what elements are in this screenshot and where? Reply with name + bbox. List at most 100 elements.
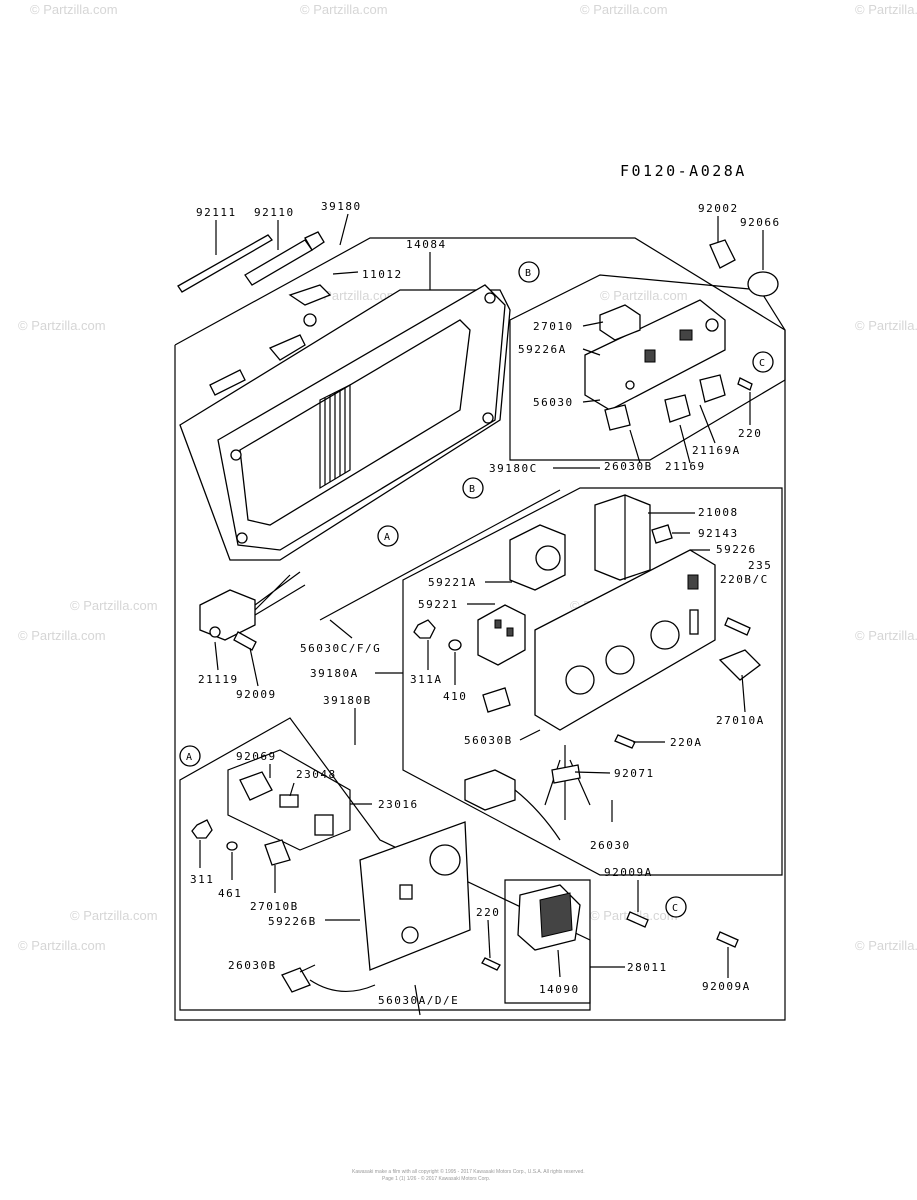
watermark: © Partzilla.com (18, 318, 106, 333)
label-92009a-bottom: 92009A (702, 980, 751, 993)
label-26030b: 26030B (604, 460, 653, 473)
label-26030b-low: 26030B (228, 959, 277, 972)
callout-a-low: A (179, 745, 201, 767)
diagram-code: F0120-A028A (620, 162, 747, 180)
label-56030b: 56030B (464, 734, 513, 747)
label-220a: 220A (670, 736, 703, 749)
part-56030cfg-rod (319, 489, 561, 621)
watermark: © Partzilla.com (600, 288, 688, 303)
watermark: © Partzilla.com (855, 628, 917, 643)
part-59226a-panel (584, 299, 726, 411)
label-220-low: 220 (476, 906, 500, 919)
part-410-washer (448, 639, 462, 651)
label-39180c: 39180C (489, 462, 538, 475)
watermark: © Partzilla.com (855, 318, 917, 333)
label-59226: 59226 (716, 543, 757, 556)
callout-a-mid: A (377, 525, 399, 547)
part-59221-outlet (477, 604, 526, 666)
label-23048: 23048 (296, 768, 337, 781)
watermark: © Partzilla.com (855, 2, 917, 17)
part-92009a-screw (626, 911, 649, 928)
part-311-nut (191, 819, 213, 839)
part-461-washer (226, 841, 238, 851)
label-92009: 92009 (236, 688, 277, 701)
label-59226a: 59226A (518, 343, 567, 356)
part-220-screw (737, 377, 753, 391)
label-11012: 11012 (362, 268, 403, 281)
watermark: © Partzilla.com (18, 938, 106, 953)
label-14090: 14090 (539, 983, 580, 996)
callout-b-mid: B (462, 477, 484, 499)
watermark: © Partzilla.com (30, 2, 118, 17)
svg-text:B: B (469, 484, 475, 495)
label-56030ade: 56030A/D/E (378, 994, 459, 1007)
part-92071-harness (544, 745, 591, 820)
label-59221a: 59221A (428, 576, 477, 589)
callout-c-low: C (665, 896, 687, 918)
part-14084-housing (179, 284, 511, 561)
part-26030-harness (464, 769, 561, 841)
label-28011: 28011 (627, 961, 668, 974)
part-27010b-switch (264, 839, 291, 866)
label-39180b: 39180B (323, 694, 372, 707)
label-21119: 21119 (198, 673, 239, 686)
subassembly-frame-b (509, 274, 786, 461)
part-59221a-outlet (509, 524, 566, 591)
label-23016: 23016 (378, 798, 419, 811)
label-220bc: 220B/C (720, 573, 769, 586)
part-23016-cover (314, 814, 334, 836)
part-235-screw (724, 617, 751, 636)
label-311a: 311A (410, 673, 443, 686)
part-92066-cap (747, 271, 779, 297)
label-461: 461 (218, 887, 242, 900)
label-92143: 92143 (698, 527, 739, 540)
label-92110: 92110 (254, 206, 295, 219)
label-21008: 21008 (698, 506, 739, 519)
watermark: © Partzilla.com (70, 908, 158, 923)
label-311: 311 (190, 873, 214, 886)
svg-text:A: A (186, 752, 192, 763)
part-92069-light (239, 771, 273, 801)
leader-lines (199, 213, 764, 1016)
watermark: © Partzilla.com (18, 628, 106, 643)
label-27010a: 27010A (716, 714, 765, 727)
part-311a-nut (413, 619, 436, 639)
part-92002-bolt (709, 239, 736, 269)
label-39180: 39180 (321, 200, 362, 213)
label-26030: 26030 (590, 839, 631, 852)
label-56030: 56030 (533, 396, 574, 409)
part-92110-tube (244, 231, 325, 286)
svg-text:C: C (672, 903, 678, 914)
footer-line1: Kawasaki make a film with all copyright … (352, 1168, 585, 1175)
label-21169: 21169 (665, 460, 706, 473)
part-labels: 92111 92110 39180 14084 11012 92002 9206… (190, 200, 779, 1007)
subassembly-frame-28011 (504, 879, 591, 1004)
label-92069: 92069 (236, 750, 277, 763)
part-220a-screw (614, 734, 636, 749)
subassembly-frame-39180a (402, 487, 783, 876)
part-92009-screw (233, 631, 257, 651)
part-21169-terminal (664, 374, 726, 423)
label-27010: 27010 (533, 320, 574, 333)
part-59226-panel (534, 549, 716, 731)
label-92071: 92071 (614, 767, 655, 780)
svg-text:A: A (384, 532, 390, 543)
footer-line2: Page 1 (1) 1/26 - © 2017 Kawasaki Motors… (382, 1175, 490, 1182)
label-220: 220 (738, 427, 762, 440)
part-26030b-lower-harness (281, 967, 376, 993)
label-21169a: 21169A (692, 444, 741, 457)
label-27010b: 27010B (250, 900, 299, 913)
watermark: © Partzilla.com (70, 598, 158, 613)
part-92009a-screw (716, 931, 739, 948)
part-21008-breaker (594, 494, 651, 581)
svg-text:B: B (525, 268, 531, 279)
part-59226b-panel (359, 821, 471, 971)
part-14090-meter (517, 884, 581, 951)
part-26030b-harness (604, 404, 631, 431)
callout-c-top: C (752, 351, 774, 373)
part-220-lower-screw (481, 957, 501, 971)
watermark: © Partzilla.com (855, 938, 917, 953)
part-21119-module (199, 571, 306, 641)
label-59221: 59221 (418, 598, 459, 611)
